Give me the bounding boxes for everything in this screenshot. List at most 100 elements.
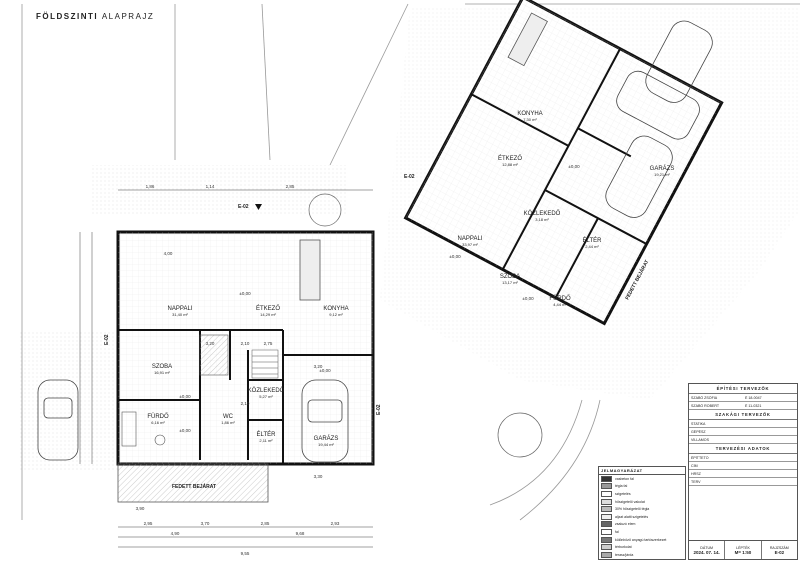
legend-item: vasbeton fal bbox=[599, 475, 685, 483]
room-name: KONYHA bbox=[517, 111, 542, 117]
svg-text:2,95: 2,95 bbox=[144, 521, 153, 526]
legend-item: terasz/járda bbox=[599, 551, 685, 559]
car-icon bbox=[605, 135, 673, 218]
plan-title-sub: ALAPRAJZ bbox=[101, 12, 155, 21]
room-area: 13,17 m² bbox=[502, 280, 518, 285]
legend-item: különböző anyagú tartószerkezet bbox=[599, 536, 685, 544]
info-row: HRSZ bbox=[689, 470, 797, 478]
info-row: TERV bbox=[689, 478, 797, 486]
section-heading: ÉPÍTÉSI TERVEZŐK bbox=[689, 384, 797, 394]
room-area: 16,91 m² bbox=[154, 370, 170, 375]
svg-text:2,85: 2,85 bbox=[286, 184, 295, 189]
section-markers: E-02 E-02 E-02 E-02 bbox=[104, 174, 415, 415]
section-marker: E-02 bbox=[404, 174, 415, 180]
room-labels-left: NAPPALI 31,40 m² ÉTKEZŐ 14,29 m² KONYHA … bbox=[147, 305, 348, 447]
legend-item: 30% hőszigetelő tégla bbox=[599, 505, 685, 513]
svg-text:±0,00: ±0,00 bbox=[568, 164, 580, 169]
tree-icon bbox=[308, 193, 543, 458]
room-name: SZOBA bbox=[500, 274, 520, 280]
section-marker: E-02 bbox=[376, 404, 382, 415]
room-name: ÉLTÉR bbox=[257, 431, 277, 438]
room-area: 33,97 m² bbox=[462, 242, 478, 247]
car-icon bbox=[37, 379, 79, 461]
room-area: 14,29 m² bbox=[260, 312, 276, 317]
house-right bbox=[403, 0, 724, 326]
svg-text:2,10: 2,10 bbox=[241, 401, 250, 406]
svg-text:3,20: 3,20 bbox=[314, 364, 323, 369]
room-area: 19,44 m² bbox=[318, 442, 334, 447]
room-area: 12,88 m² bbox=[502, 162, 518, 167]
svg-text:±0,00: ±0,00 bbox=[319, 368, 331, 373]
svg-text:±0,00: ±0,00 bbox=[239, 291, 251, 296]
legend-item: aljzat alatti szigetelés bbox=[599, 513, 685, 521]
room-name: ÉTKEZŐ bbox=[498, 155, 522, 162]
svg-text:1,86: 1,86 bbox=[146, 184, 155, 189]
svg-text:3,70: 3,70 bbox=[201, 521, 210, 526]
car-icon bbox=[301, 379, 349, 463]
room-name: GARÁZS bbox=[314, 435, 339, 442]
svg-text:2,85: 2,85 bbox=[261, 521, 270, 526]
room-name: KÖZLEKEDŐ bbox=[248, 387, 285, 394]
section-marker: E-02 bbox=[238, 204, 249, 210]
svg-text:2,93: 2,93 bbox=[331, 521, 340, 526]
room-name: WC bbox=[223, 414, 234, 420]
svg-text:4,90: 4,90 bbox=[171, 531, 180, 536]
room-name: ÉTKEZŐ bbox=[256, 305, 280, 312]
room-name: NAPPALI bbox=[168, 306, 193, 312]
car-icon bbox=[645, 20, 713, 103]
legend-item: tégla fal bbox=[599, 483, 685, 491]
legend-item: hőszigetelő vakolat bbox=[599, 498, 685, 506]
dimension-texts: 2,95 3,70 2,85 2,93 4,90 9,68 9,55 1,86 … bbox=[136, 184, 340, 556]
room-name: NAPPALI bbox=[458, 236, 483, 242]
room-name: GARÁZS bbox=[650, 165, 675, 172]
section-marker: E-02 bbox=[104, 334, 110, 345]
legend: JELMAGYARÁZAT vasbeton fal tégla fal szi… bbox=[598, 466, 686, 560]
svg-text:3,30: 3,30 bbox=[314, 474, 323, 479]
site-lines bbox=[21, 3, 800, 521]
level-markers: ±0,00 ±0,00 ±0,00 ±0,00 ±0,00 ±0,00 ±0,0… bbox=[179, 164, 580, 433]
room-area: 9,12 m² bbox=[329, 312, 343, 317]
svg-text:9,68: 9,68 bbox=[296, 531, 305, 536]
info-row: CÍM bbox=[689, 462, 797, 470]
room-area: 2,44 m² bbox=[585, 244, 599, 249]
legend-title: JELMAGYARÁZAT bbox=[599, 467, 685, 475]
room-area: 5,27 m² bbox=[259, 394, 273, 399]
plan-title: FÖLDSZINTI ALAPRAJZ bbox=[36, 12, 154, 21]
plan-title-main: FÖLDSZINTI bbox=[36, 12, 99, 21]
svg-text:2,10: 2,10 bbox=[241, 341, 250, 346]
entrance-left-label: FEDETT BEJÁRAT bbox=[172, 483, 216, 490]
legend-item: térburkolat bbox=[599, 543, 685, 551]
room-name: ÉLTÉR bbox=[583, 237, 603, 244]
room-name: SZOBA bbox=[152, 364, 172, 370]
legend-item: zsaluzó elem bbox=[599, 521, 685, 529]
house-left: FEDETT BEJÁRAT bbox=[116, 230, 375, 503]
info-row: ÉPÍTTETŐ bbox=[689, 454, 797, 462]
room-area: 19,21 m² bbox=[654, 172, 670, 177]
room-area: 6,16 m² bbox=[151, 420, 165, 425]
room-area: 2,11 m² bbox=[259, 438, 273, 443]
svg-text:±0,00: ±0,00 bbox=[179, 428, 191, 433]
section-heading: SZAKÁGI TERVEZŐK bbox=[689, 410, 797, 420]
svg-text:±0,00: ±0,00 bbox=[522, 296, 534, 301]
legend-item: fal bbox=[599, 528, 685, 536]
info-row: VILLAMOS bbox=[689, 436, 797, 444]
room-area: 4,44 m² bbox=[553, 302, 567, 307]
info-row: STATIKA bbox=[689, 420, 797, 428]
svg-text:2,75: 2,75 bbox=[264, 341, 273, 346]
car-icon bbox=[616, 70, 700, 140]
legend-item: szigetelés bbox=[599, 490, 685, 498]
dimension-lines bbox=[79, 189, 373, 548]
room-name: FÜRDŐ bbox=[549, 295, 571, 302]
room-name: KONYHA bbox=[323, 306, 348, 312]
room-area: 3,18 m² bbox=[535, 217, 549, 222]
room-name: FÜRDŐ bbox=[147, 413, 169, 420]
svg-text:4,00: 4,00 bbox=[164, 251, 173, 256]
info-row: GÉPÉSZ bbox=[689, 428, 797, 436]
